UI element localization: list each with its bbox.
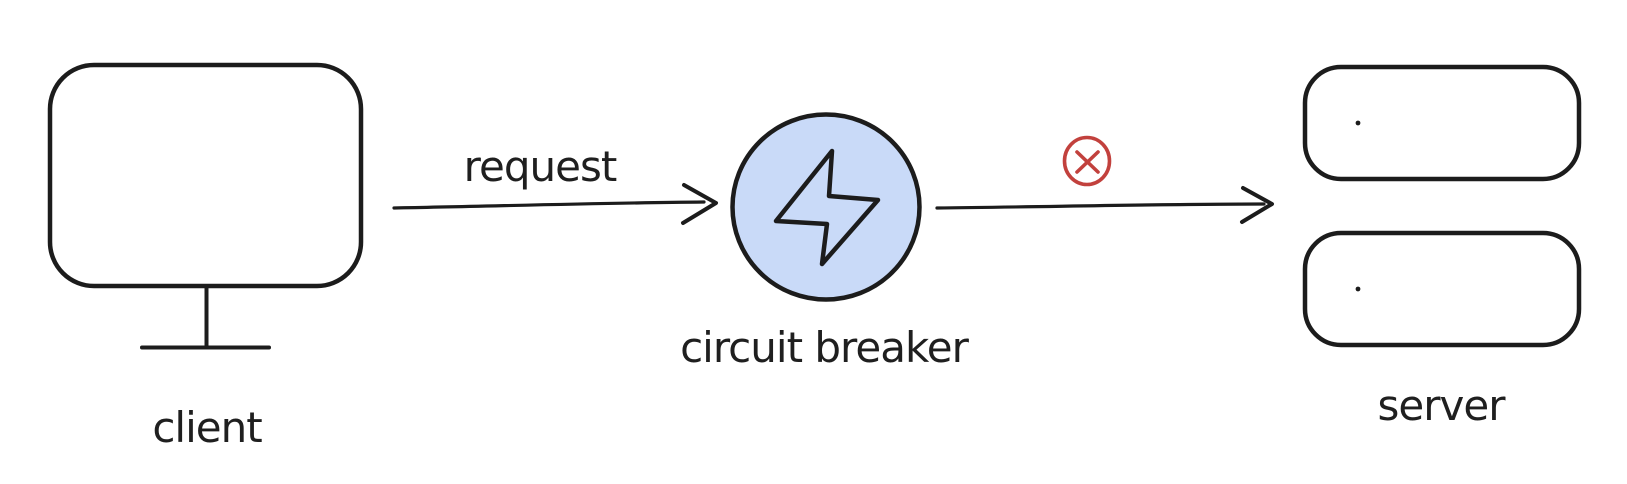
request-label: request (464, 142, 617, 191)
blocked-arrow (935, 135, 1274, 224)
client-label: client (152, 403, 262, 452)
blocked-arrow-shaft (935, 202, 1266, 210)
server-dot-1 (1355, 120, 1361, 126)
circuit-breaker-node: circuit breaker (680, 112, 971, 372)
server-dot-2 (1355, 286, 1361, 292)
server-node: server (1302, 64, 1582, 430)
circuit-breaker-label: circuit breaker (680, 323, 970, 372)
monitor-screen (47, 62, 364, 289)
server-label: server (1378, 381, 1507, 430)
lightning-bolt-icon (773, 148, 881, 267)
request-arrow-shaft (392, 200, 706, 210)
circuit-breaker-circle (730, 112, 922, 302)
monitor-icon (47, 62, 364, 350)
request-arrow: request (392, 142, 718, 225)
circled-x-stroke-2 (1075, 150, 1100, 174)
circled-x-ring (1062, 135, 1112, 187)
server-box-1 (1302, 64, 1582, 182)
blocked-arrowhead (1240, 186, 1274, 224)
server-box-2 (1302, 230, 1582, 348)
circled-x-icon (1062, 135, 1112, 187)
request-arrowhead (681, 183, 718, 225)
client-node: client (47, 62, 364, 452)
server-boxes-icon (1302, 64, 1582, 348)
